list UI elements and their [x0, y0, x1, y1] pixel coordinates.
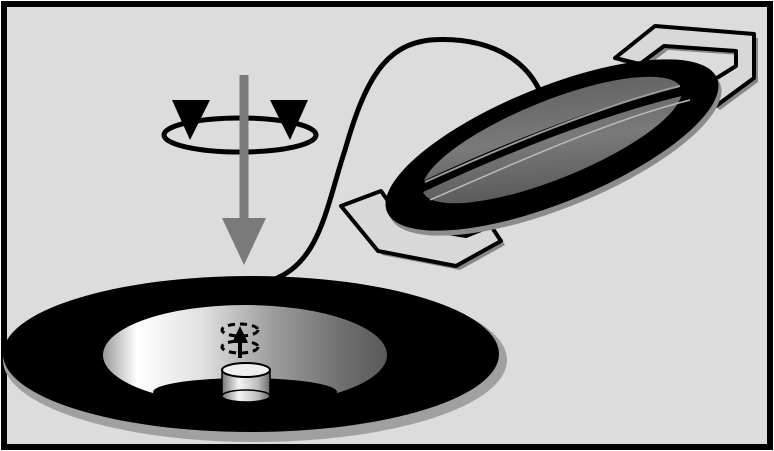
lid-with-handles [339, 24, 758, 270]
insert-arrow-icon [222, 75, 266, 265]
round-receptacle [3, 276, 507, 442]
center-post [221, 362, 271, 403]
cable [261, 37, 551, 286]
small-rotate-indicator-icon [220, 322, 260, 358]
